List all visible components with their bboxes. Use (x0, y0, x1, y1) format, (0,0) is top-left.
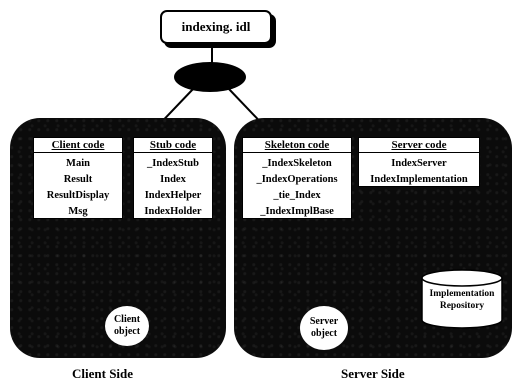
server-object-line2: object (310, 328, 338, 339)
skeleton-code-item: _IndexImplBase (260, 206, 334, 217)
skeleton-code-item: _tie_Index (273, 190, 321, 201)
skeleton-code-box: Skeleton code _IndexSkeleton _IndexOpera… (242, 137, 352, 219)
client-code-box: Client code Main Result ResultDisplay Ms… (33, 137, 123, 219)
client-code-item: Result (63, 174, 93, 185)
stub-code-box: Stub code _IndexStub Index IndexHelper I… (133, 137, 213, 219)
client-code-title: Client code (34, 138, 122, 153)
idl-file-name: indexing. idl (181, 19, 251, 34)
stub-code-item: _IndexStub (147, 158, 199, 169)
server-object-line1: Server (309, 316, 339, 327)
server-side-label: Server Side (341, 366, 405, 381)
idl-compiler-ellipse (174, 62, 246, 92)
client-object-circle: Client object (105, 306, 149, 346)
implementation-repository: Implementation Repository (420, 268, 504, 330)
server-code-item: IndexImplementation (370, 174, 468, 185)
skeleton-code-title: Skeleton code (243, 138, 351, 153)
server-code-title: Server code (359, 138, 479, 153)
repository-cylinder-icon (421, 269, 503, 329)
server-object-circle: Server object (300, 306, 348, 350)
stub-code-title: Stub code (134, 138, 212, 153)
client-object-line1: Client (113, 314, 141, 325)
idl-file-box: indexing. idl (160, 10, 272, 44)
stub-code-item: IndexHelper (144, 190, 202, 201)
client-code-item: ResultDisplay (46, 190, 110, 201)
repository-line1: Implementation (429, 289, 495, 299)
client-code-item: Main (66, 158, 90, 169)
skeleton-code-item: _IndexSkeleton (262, 158, 332, 169)
stub-code-item: IndexHolder (144, 206, 202, 217)
stub-code-item: Index (160, 174, 186, 185)
server-code-item: IndexServer (391, 158, 447, 169)
server-code-box: Server code IndexServer IndexImplementat… (358, 137, 480, 187)
client-object-line2: object (113, 326, 141, 337)
skeleton-code-item: _IndexOperations (256, 174, 338, 185)
repository-line2: Repository (439, 301, 485, 311)
client-code-item: Msg (68, 206, 88, 217)
client-side-label: Client Side (72, 366, 134, 381)
